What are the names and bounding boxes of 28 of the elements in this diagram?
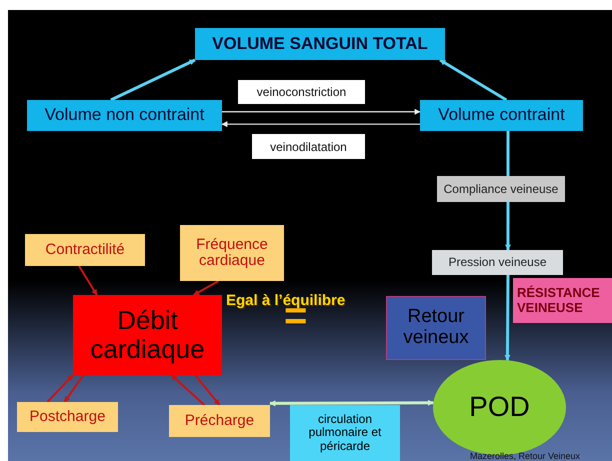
process-box: Volume non contraint	[27, 100, 222, 131]
output-box: Débit cardiaque	[73, 295, 222, 375]
factor-box: Fréquence cardiaque	[180, 225, 284, 281]
factor-box: Postcharge	[17, 402, 118, 432]
process-box: circulation pulmonaire et péricarde	[290, 405, 400, 461]
arrow	[110, 58, 196, 102]
arrow	[504, 274, 510, 361]
note-text: Egal à l’équilibre	[226, 292, 346, 309]
arrow	[222, 108, 421, 115]
edge-label: veinoconstriction	[238, 80, 365, 104]
arrow	[46, 374, 74, 403]
arrow	[439, 58, 508, 102]
edge-label: veinodilatation	[252, 134, 365, 159]
title-box: VOLUME SANGUIN TOTAL	[195, 28, 445, 60]
process-box: Volume contraint	[420, 100, 583, 131]
note-box: RÉSISTANCE VEINEUSE	[513, 278, 612, 323]
arrow	[269, 400, 434, 406]
arrow	[64, 374, 84, 403]
arrow	[78, 265, 98, 296]
process-box: Retour veineux	[386, 296, 486, 360]
arrow	[193, 280, 219, 296]
process-box: Pression veineuse	[432, 250, 563, 275]
edge-label: Compliance veineuse	[437, 176, 565, 202]
factor-box: Contractilité	[25, 234, 145, 266]
arrow	[221, 121, 420, 128]
arrow	[194, 374, 220, 406]
factor-box: Précharge	[169, 405, 270, 437]
arrow	[170, 374, 206, 406]
